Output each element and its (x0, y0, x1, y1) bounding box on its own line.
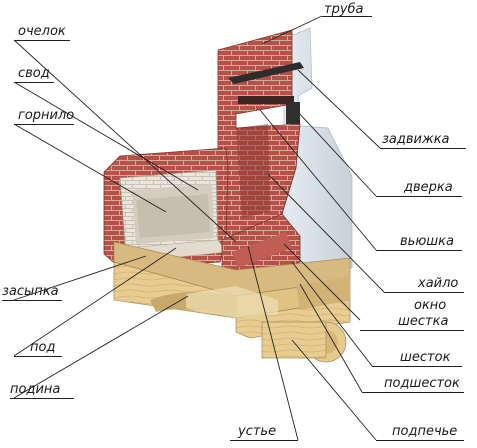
label-podpeche: подпечье (392, 424, 458, 439)
label-truba: труба (324, 2, 364, 17)
leader-podpeche (291, 339, 377, 441)
leader-truba (261, 15, 323, 45)
label-okno: окно (414, 298, 447, 313)
leader-zadvizhka (297, 69, 381, 149)
leader-khailo (267, 173, 385, 293)
leader-zasypka (13, 255, 147, 301)
label-podina: подина (10, 382, 61, 397)
rule-ustie (230, 440, 298, 441)
label-vyushka: вьюшка (400, 234, 454, 249)
leader-podshestok (299, 283, 363, 393)
rule-podina (10, 398, 74, 399)
rule-dverka (376, 196, 462, 197)
label-ustie: устье (238, 424, 277, 439)
label-dverka: дверка (404, 180, 453, 195)
rule-gornilo (14, 124, 74, 125)
leader-podina (13, 295, 189, 399)
leader-gornilo (13, 123, 167, 213)
leader-shestok (291, 261, 373, 367)
leader-ustie (247, 245, 299, 441)
rule-truba (322, 16, 372, 17)
leader-okno (283, 243, 361, 321)
rule-zadvizhka (380, 148, 466, 149)
label-podshestok: подшесток (384, 376, 460, 391)
rule-podpeche (376, 440, 464, 441)
label-gornilo: горнило (18, 108, 75, 123)
leader-vyushka (259, 109, 377, 251)
label-zadvizhka: задвижка (382, 132, 450, 147)
label-zasypka: засыпка (2, 284, 59, 299)
label-ochelok: очелок (18, 24, 66, 39)
chimney-bricks (217, 29, 304, 245)
label-shestka: шестка (398, 314, 449, 329)
leader-svod (13, 81, 199, 191)
label-svod: свод (18, 66, 50, 81)
label-khailo: хайло (418, 276, 459, 291)
rule-shestok (372, 366, 462, 367)
rule-svod (14, 82, 54, 83)
leader-lines (13, 15, 385, 441)
leader-dverka (297, 111, 377, 197)
leader-pod (13, 247, 177, 357)
rule-podshestok (362, 392, 464, 393)
rule-vyushka (376, 250, 462, 251)
rule-khailo (384, 292, 464, 293)
rule-pod (14, 356, 62, 357)
rule-okno (360, 330, 464, 331)
leader-ochelok (13, 39, 237, 243)
label-pod: под (30, 340, 56, 355)
label-shestok: шесток (400, 350, 451, 365)
rule-ochelok (14, 40, 70, 41)
rule-zasypka (2, 300, 62, 301)
